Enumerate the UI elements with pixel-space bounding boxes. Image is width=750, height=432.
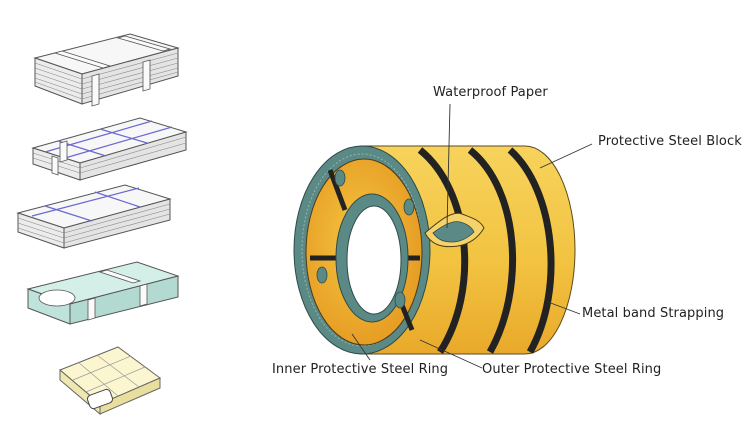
steel-coil	[293, 145, 576, 355]
sheet-stack-stacked	[16, 184, 172, 249]
label-inner-protective-steel-ring: Inner Protective Steel Ring	[272, 362, 449, 377]
sheet-stack-wrapped	[26, 261, 180, 325]
sheet-stack-paper-block	[59, 346, 161, 416]
label-protective-steel-block: Protective Steel Block	[598, 134, 742, 149]
leader-lines	[351, 103, 593, 369]
label-outer-protective-steel-ring: Outer Protective Steel Ring	[482, 362, 662, 377]
label-waterproof-paper: Waterproof Paper	[433, 85, 548, 100]
label-metal-band-strapping: Metal band Strapping	[582, 306, 725, 321]
sheet-stack-banded	[31, 117, 188, 181]
sheet-stack-strapped	[33, 33, 180, 107]
